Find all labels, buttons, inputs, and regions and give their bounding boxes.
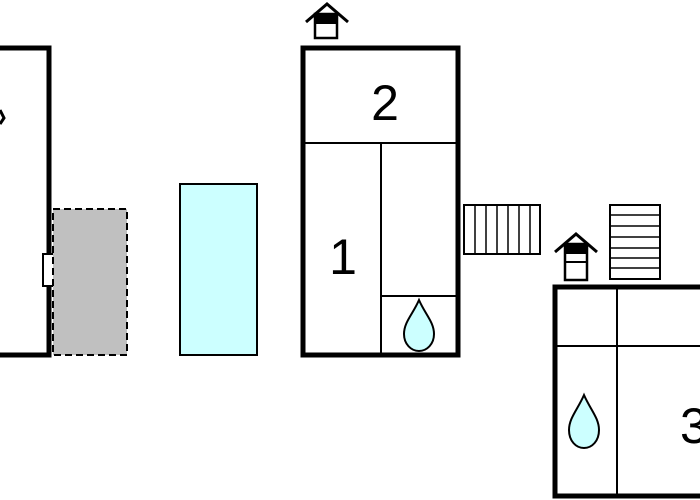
right-building: 3 [552, 284, 700, 499]
house-entrance-icon [554, 232, 598, 282]
water-drop-icon [402, 297, 436, 353]
room-label-2: 2 [371, 75, 399, 131]
terrace-area [52, 208, 128, 356]
water-drop-icon [567, 392, 601, 450]
room-label-3: 3 [680, 398, 700, 454]
swimming-pool [179, 183, 258, 356]
room-label-1: 1 [329, 229, 357, 285]
stairs-icon [463, 204, 541, 255]
stairs-icon [609, 204, 661, 280]
left-building-mark [0, 109, 6, 125]
middle-building: 2 1 [300, 45, 461, 358]
house-entrance-icon [305, 2, 349, 40]
left-building [0, 45, 56, 358]
right-building-wall [552, 284, 700, 499]
left-building-wall [0, 45, 52, 358]
